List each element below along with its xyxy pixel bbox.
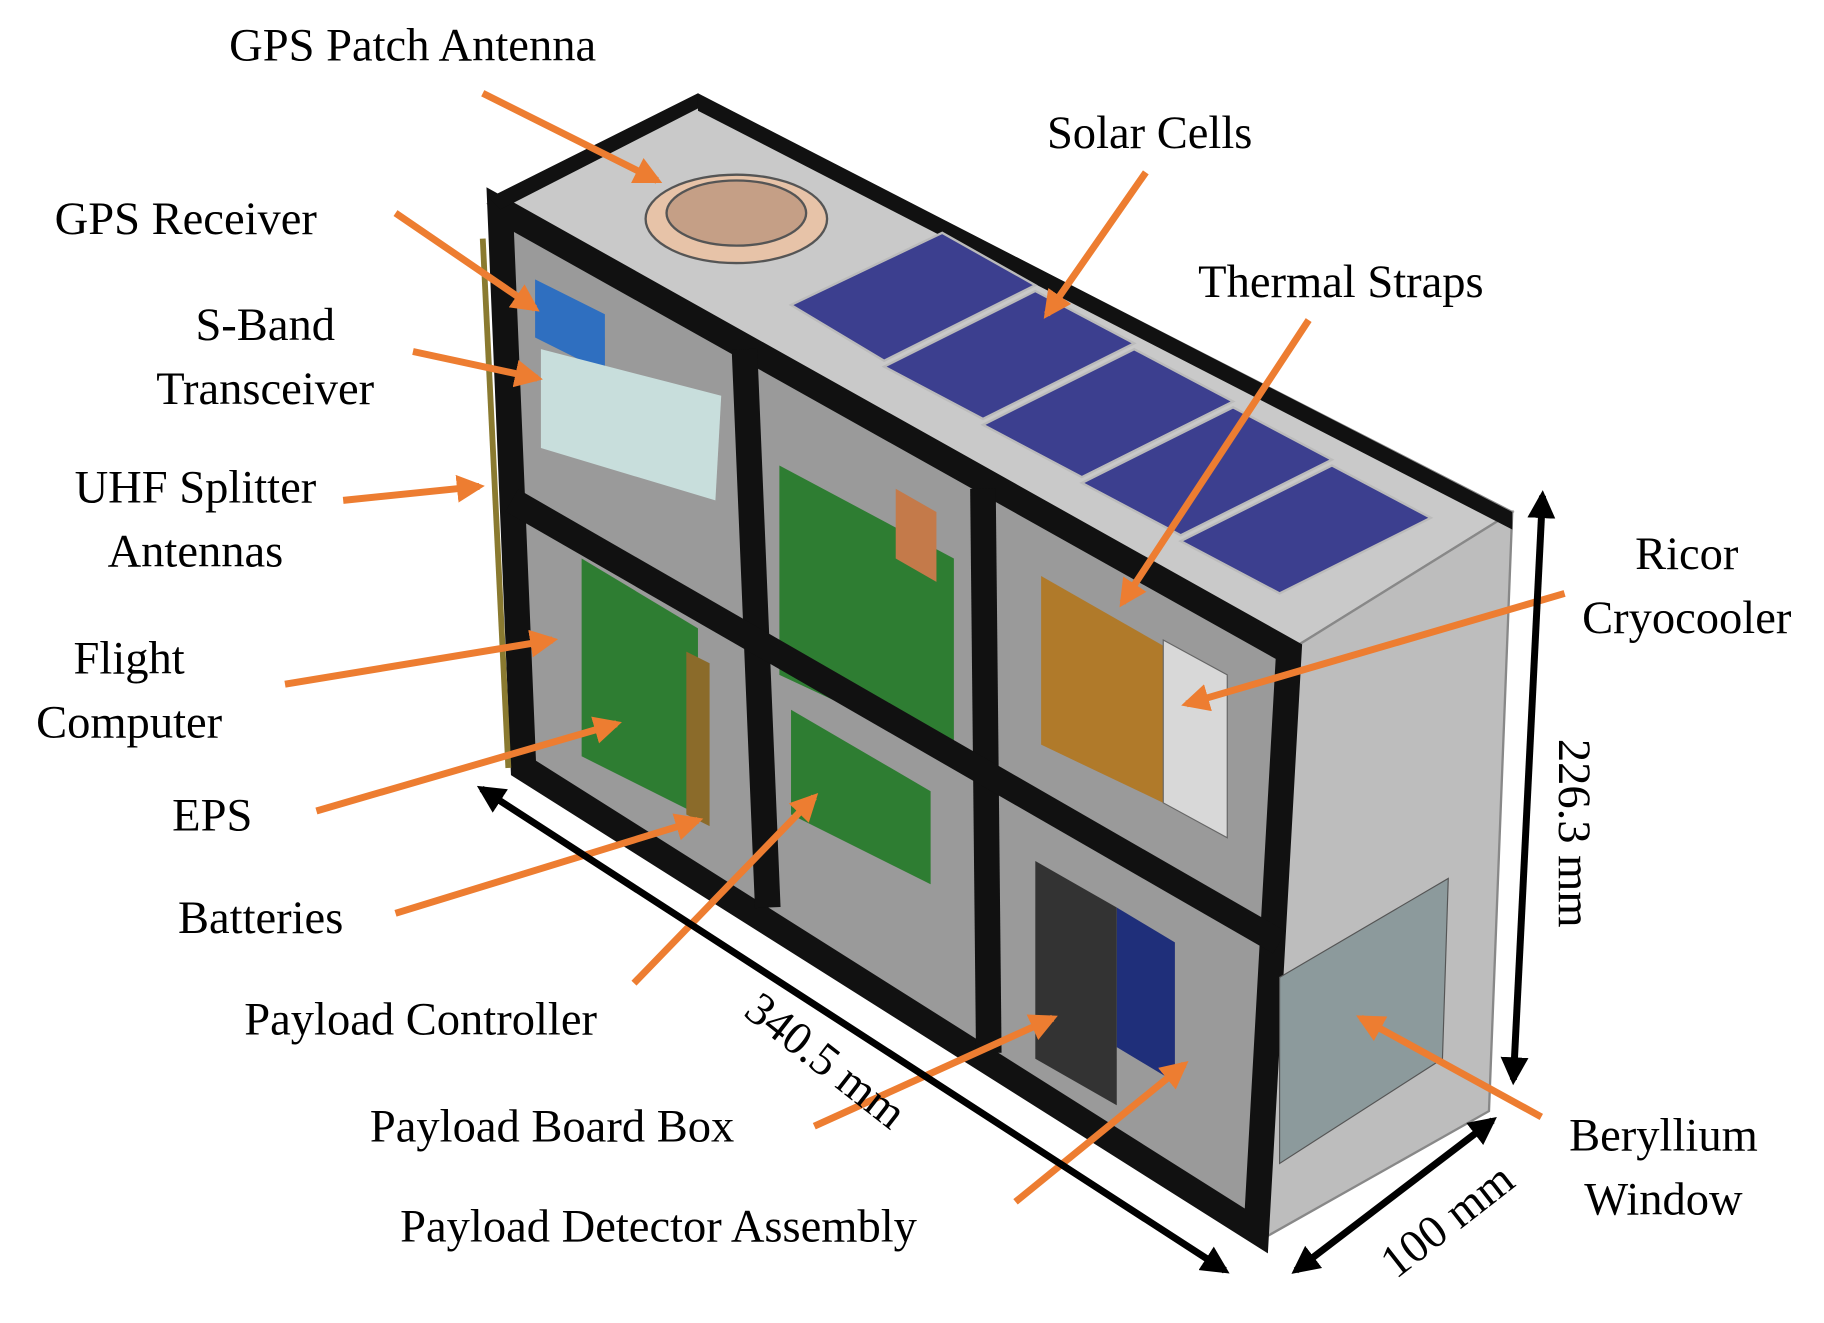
label-gps-patch-antenna: GPS Patch Antenna (229, 21, 596, 72)
cryocooler (1162, 638, 1228, 839)
label-flight-line1: Flight (74, 634, 185, 685)
battery (686, 651, 710, 827)
frame-rail-right (697, 93, 1513, 530)
length-dimension-arrow (476, 785, 1230, 1274)
label-s-band-line1: S-Band (195, 300, 335, 351)
pcb-board (581, 558, 698, 815)
solar-cells (788, 231, 1434, 595)
label-payload-board-box: Payload Board Box (370, 1101, 734, 1152)
dimension-arrows (476, 490, 1556, 1274)
label-ricor-line2: Cryocooler (1582, 593, 1792, 644)
gps-receiver-block (535, 279, 605, 373)
height-dimension-arrow (1500, 490, 1556, 1086)
label-eps: EPS (172, 791, 252, 842)
label-beryllium-line2: Window (1584, 1175, 1743, 1226)
label-ricor-line1: Ricor (1635, 529, 1739, 580)
dimension-width-label: 100 mm (1371, 1154, 1524, 1289)
label-s-band-line2: Transceiver (156, 364, 374, 415)
label-flight-line2: Computer (36, 698, 223, 749)
label-batteries: Batteries (178, 893, 343, 944)
label-payload-controller: Payload Controller (244, 994, 597, 1045)
battery (895, 488, 937, 582)
label-thermal-straps: Thermal Straps (1198, 257, 1483, 308)
gps-patch-antenna-top (665, 179, 808, 247)
label-payload-detector-assembly: Payload Detector Assembly (400, 1201, 917, 1252)
uhf-antenna-rod (479, 238, 512, 769)
label-solar-cells: Solar Cells (1047, 108, 1252, 159)
label-beryllium-line1: Beryllium (1569, 1111, 1758, 1162)
label-uhf-line2: Antennas (108, 527, 284, 578)
label-gps-receiver: GPS Receiver (55, 194, 318, 245)
width-dimension-arrow (1291, 1117, 1497, 1274)
s-band-transceiver-block (540, 349, 722, 501)
dimension-height-label: 226.3 mm (1548, 739, 1599, 928)
thermal-strap (1041, 576, 1164, 803)
label-uhf-line1: UHF Splitter (75, 463, 317, 514)
